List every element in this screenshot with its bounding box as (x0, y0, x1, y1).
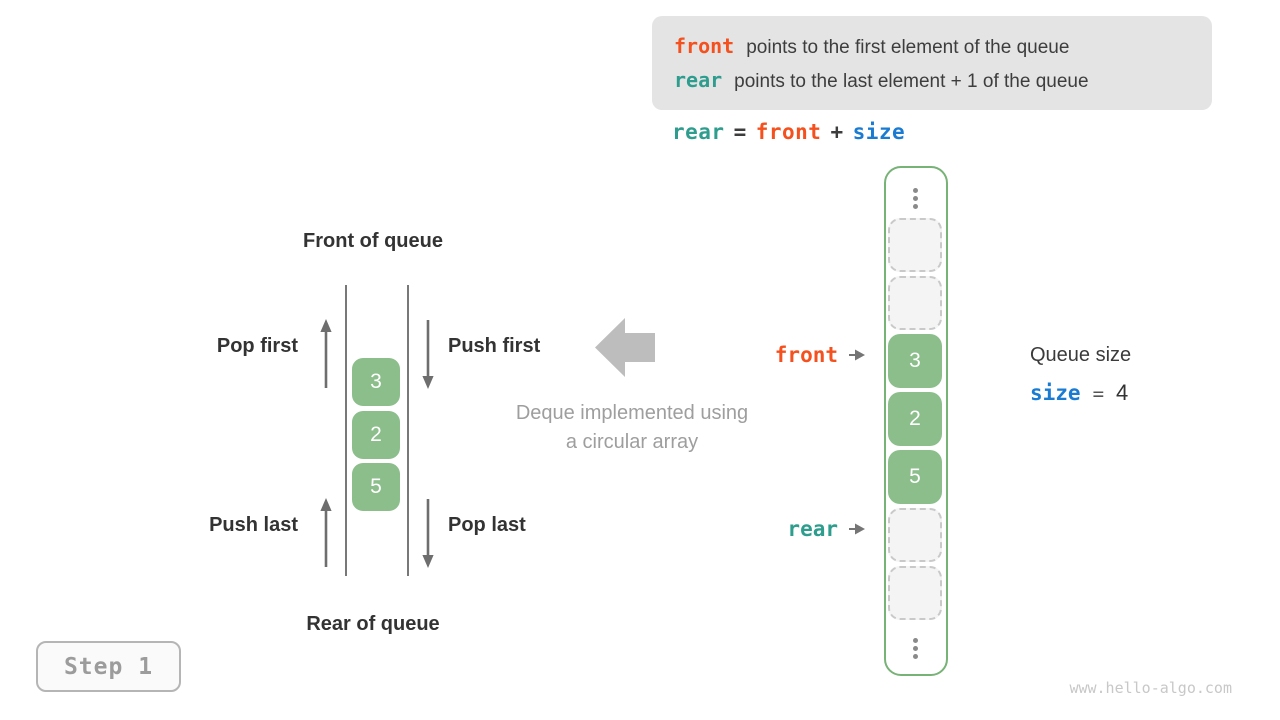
size-value: 4 (1116, 380, 1129, 405)
formula-token: front (755, 120, 822, 144)
dot (912, 637, 918, 643)
deque-left-wall (345, 285, 347, 576)
size-equals: = (1092, 383, 1105, 405)
deque-cell: 2 (352, 411, 400, 459)
pointer-definition-box: front points to the first element of the… (652, 16, 1212, 110)
front-of-queue-label: Front of queue (303, 230, 443, 252)
dot (912, 195, 918, 201)
formula-token: rear (672, 120, 725, 144)
deque-cell: 5 (352, 463, 400, 511)
watermark: www.hello-algo.com (1069, 679, 1232, 697)
rear-definition-text: points to the last element + 1 of the qu… (734, 70, 1089, 92)
dot (912, 203, 918, 209)
formula-token: + (830, 120, 844, 144)
rear-keyword: rear (674, 67, 723, 92)
rear-formula: rear = front + size (672, 120, 914, 144)
implementation-caption: Deque implemented using a circular array (516, 399, 748, 457)
dot (912, 645, 918, 651)
pop-last-down-arrow-icon (422, 499, 434, 568)
front-keyword: front (674, 33, 735, 58)
rear-pointer-label: rear (787, 517, 838, 541)
array-cell-empty (888, 276, 942, 330)
front-pointer: front (775, 343, 866, 367)
ellipsis-dots-icon (886, 186, 944, 210)
deque-right-wall (407, 285, 409, 576)
step-badge: Step 1 (36, 641, 181, 692)
left-big-arrow-icon (595, 318, 655, 377)
push-first-down-arrow-icon (422, 320, 434, 389)
caption-line1: Deque implemented using (515, 402, 749, 424)
push-last-label: Push last (209, 514, 298, 536)
dot (912, 187, 918, 193)
array-cell-filled: 2 (888, 392, 942, 446)
push-last-up-arrow-icon (320, 498, 332, 567)
array-cell-empty (888, 566, 942, 620)
deque-cell: 3 (352, 358, 400, 406)
rear-pointer: rear (787, 517, 866, 541)
array-cell-filled: 5 (888, 450, 942, 504)
array-cell-empty (888, 508, 942, 562)
front-definition-line: front points to the first element of the… (674, 34, 1212, 59)
dot (912, 653, 918, 659)
queue-size-value-row: size = 4 (1030, 380, 1128, 406)
caption-line2: a circular array (565, 431, 699, 453)
rear-of-queue-label: Rear of queue (306, 613, 440, 635)
pop-last-label: Pop last (448, 514, 526, 536)
size-variable: size (1030, 381, 1081, 405)
formula-token: size (852, 120, 906, 144)
rear-definition-line: rear points to the last element + 1 of t… (674, 68, 1212, 93)
front-pointer-arrow-icon (849, 349, 866, 361)
push-first-label: Push first (448, 335, 541, 357)
formula-token: = (733, 120, 747, 144)
array-cell-empty (888, 218, 942, 272)
front-pointer-label: front (774, 343, 838, 367)
array-cell-filled: 3 (888, 334, 942, 388)
queue-size-label: Queue size (1030, 344, 1132, 366)
rear-pointer-arrow-icon (849, 523, 866, 535)
pop-first-label: Pop first (216, 335, 298, 357)
pop-first-up-arrow-icon (320, 319, 332, 388)
ellipsis-dots-icon (886, 636, 944, 660)
front-definition-text: points to the first element of the queue (746, 36, 1070, 58)
